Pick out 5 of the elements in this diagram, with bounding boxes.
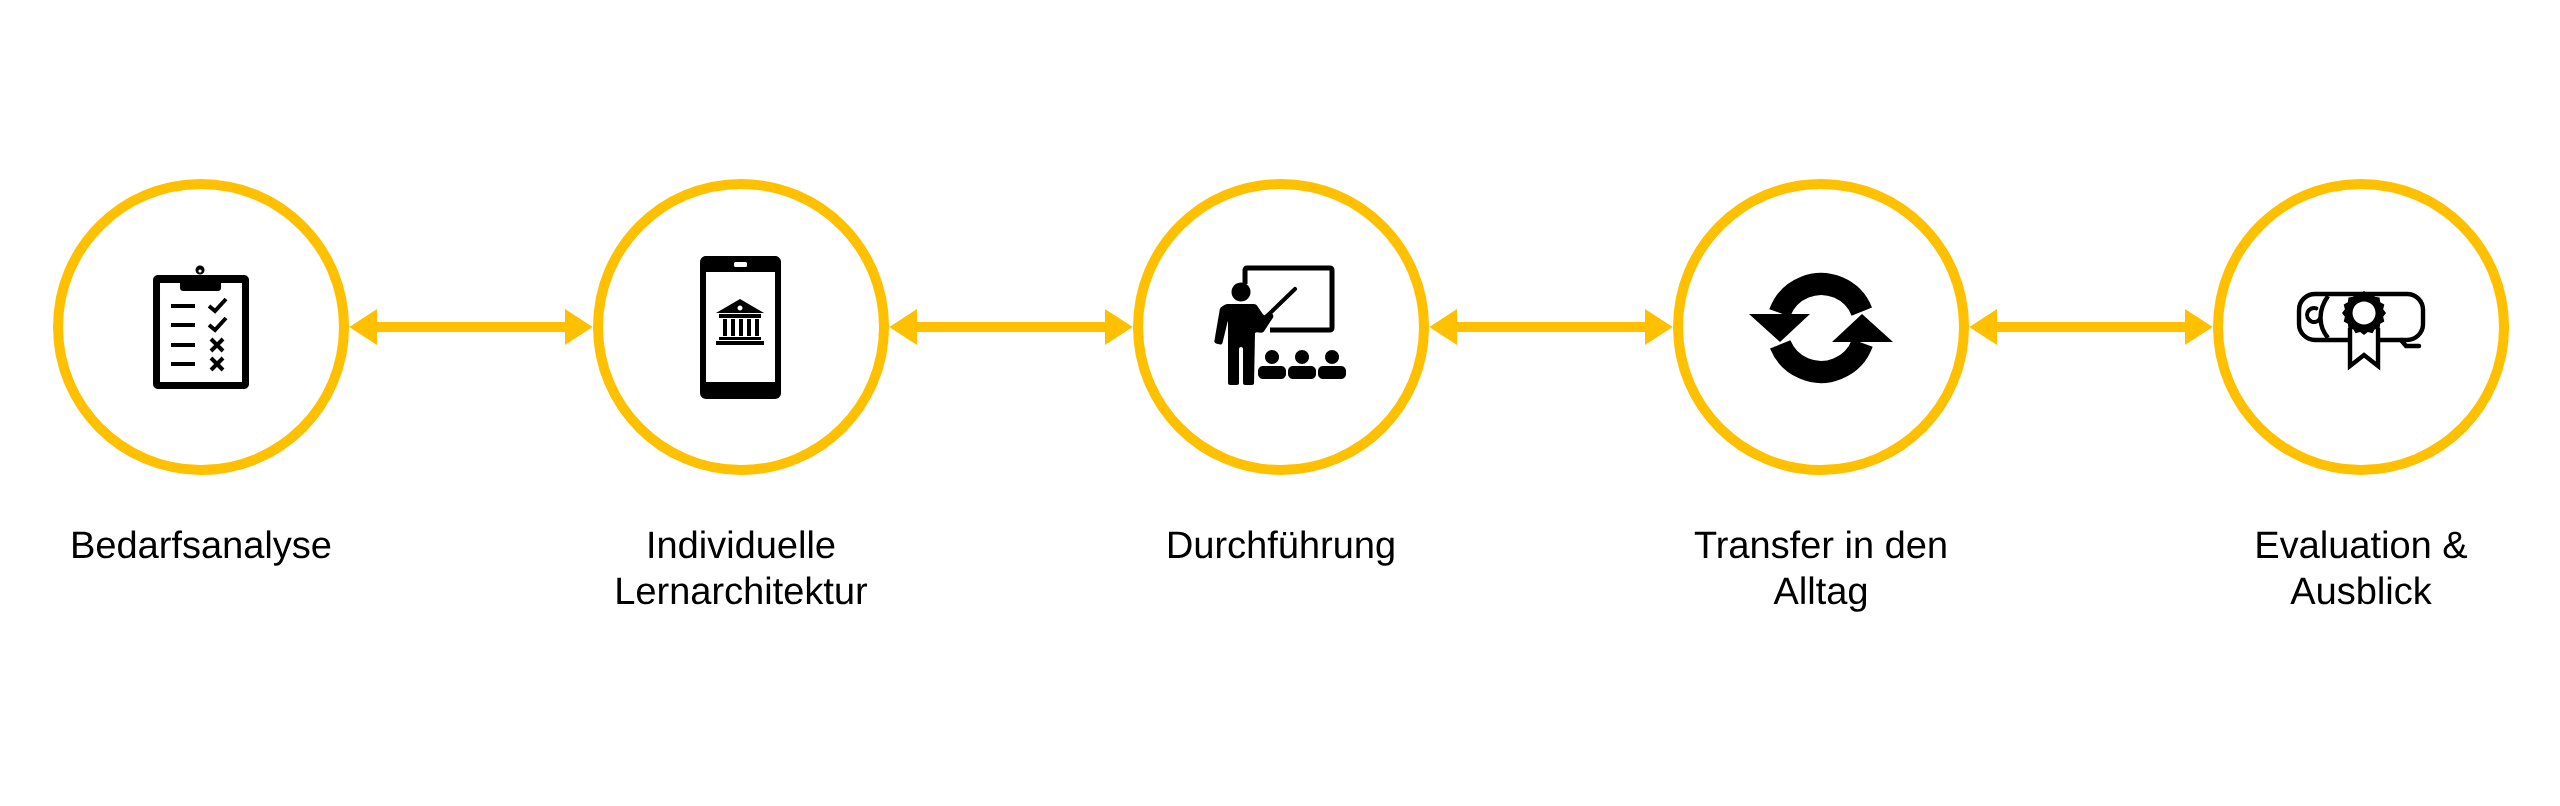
step-label: Transfer in den Alltag <box>1694 530 1946 612</box>
step-label: Durchführung <box>1169 530 1394 566</box>
step-label: Individuelle Lernarchitektur <box>617 530 868 605</box>
step-label: Bedarfsanalyse <box>73 530 331 566</box>
step-label: Evaluation & Ausblick <box>2257 530 2468 605</box>
